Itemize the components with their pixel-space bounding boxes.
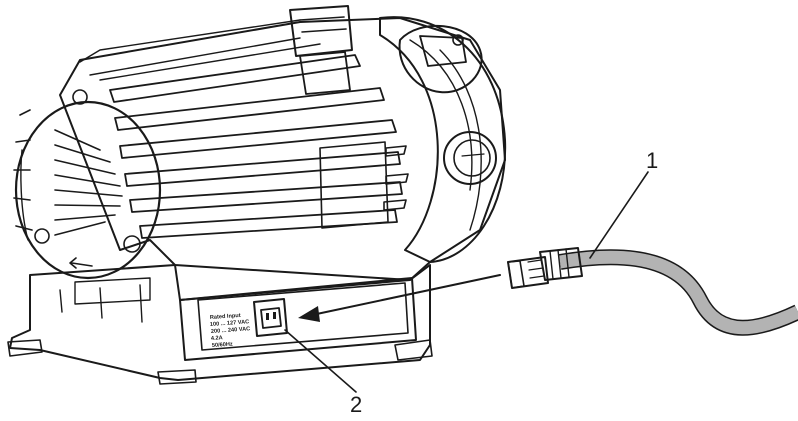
callout-2-label: 2: [350, 392, 363, 417]
pump-motor-body: [59, 5, 507, 281]
rating-plate: Rated Input 100 ... 127 VAC 200 ... 240 …: [210, 313, 251, 349]
rating-plate-line: 4.2A: [211, 335, 223, 342]
side-port: [443, 131, 497, 185]
connector-housing: [179, 277, 417, 361]
fan-cover: [13, 89, 162, 280]
rating-plate-line: Rated Input: [210, 313, 241, 321]
leader-line-1: [589, 171, 649, 259]
callout-1-label: 1: [646, 148, 659, 173]
fan-cover-grille: [54, 129, 123, 236]
power-cable: [507, 247, 798, 336]
rating-plate-line: 200 ... 240 VAC: [211, 326, 251, 335]
insertion-arrow: [298, 274, 501, 322]
leader-line-2: [284, 329, 357, 393]
power-plug: [507, 256, 549, 289]
rating-plate-line: 50/60Hz: [212, 342, 233, 349]
rating-plate-line: 100 ... 127 VAC: [210, 319, 250, 328]
cooling-fins: [79, 19, 403, 239]
rotation-arrow-icon: [69, 257, 93, 269]
power-inlet-socket: [253, 298, 288, 337]
